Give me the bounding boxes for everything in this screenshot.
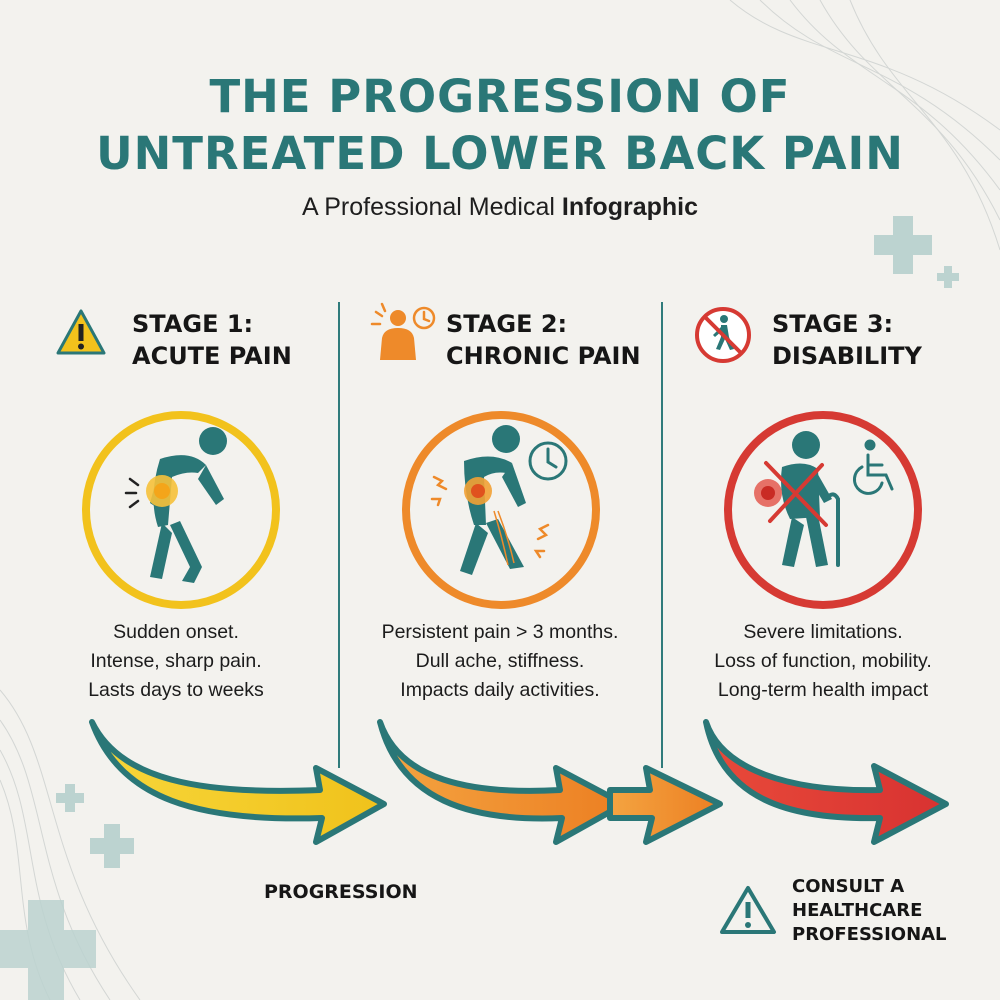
stage-3-heading-line-1: STAGE 3: xyxy=(772,310,894,338)
stage-2-chronic-pain-illustration xyxy=(402,411,600,609)
stage-3-desc-line: Long-term health impact xyxy=(717,679,929,701)
consult-line: CONSULT A xyxy=(792,876,905,897)
subtitle-regular: A Professional Medical xyxy=(302,193,562,221)
stage-2-heading: STAGE 2: CHRONIC PAIN xyxy=(446,308,641,372)
warning-triangle-icon xyxy=(720,886,776,934)
stage-2-desc-line: Persistent pain > 3 months. xyxy=(381,621,619,643)
medical-cross-icon xyxy=(0,900,96,1000)
progression-arrow-2 xyxy=(377,719,627,845)
column-divider xyxy=(661,302,663,768)
medical-cross-icon xyxy=(90,824,134,868)
stage-1-acute-pain-illustration xyxy=(82,411,280,609)
consult-line: HEALTHCARE xyxy=(792,900,923,921)
page-title-line-2: UNTREATED LOWER BACK PAIN xyxy=(96,127,904,180)
medical-cross-icon xyxy=(56,784,84,812)
stage-3-heading-line-2: DISABILITY xyxy=(772,342,922,370)
progression-label: PROGRESSION xyxy=(264,881,418,903)
stage-3-description: Severe limitations. Loss of function, mo… xyxy=(663,618,983,705)
stage-3-desc-line: Severe limitations. xyxy=(743,621,903,643)
medical-cross-icon xyxy=(874,216,932,274)
stage-3-desc-line: Loss of function, mobility. xyxy=(714,650,932,672)
person-pain-clock-icon xyxy=(370,302,436,360)
consult-line: PROFESSIONAL xyxy=(792,924,947,945)
subtitle-bold: Infographic xyxy=(561,193,698,221)
stage-1-description: Sudden onset. Intense, sharp pain. Lasts… xyxy=(16,618,336,705)
warning-triangle-icon xyxy=(56,309,106,355)
no-walking-icon xyxy=(695,307,751,363)
stage-1-desc-line: Intense, sharp pain. xyxy=(90,650,262,672)
stage-2-desc-line: Dull ache, stiffness. xyxy=(415,650,585,672)
stage-1-desc-line: Lasts days to weeks xyxy=(88,679,264,701)
stage-3-heading: STAGE 3: DISABILITY xyxy=(772,308,922,372)
wheelchair-icon xyxy=(852,439,894,495)
column-divider xyxy=(338,302,340,768)
page-subtitle: A Professional Medical Infographic xyxy=(0,193,1000,222)
stage-1-heading-line-2: ACUTE PAIN xyxy=(132,342,292,370)
progression-arrows xyxy=(89,719,949,845)
page-title-line-1: THE PROGRESSION OF xyxy=(209,70,791,123)
stage-1-desc-line: Sudden onset. xyxy=(113,621,239,643)
medical-cross-icon xyxy=(937,266,959,288)
stage-2-desc-line: Impacts daily activities. xyxy=(400,679,600,701)
stage-2-heading-line-2: CHRONIC PAIN xyxy=(446,342,641,370)
progression-arrow-1 xyxy=(89,719,387,845)
stage-2-description: Persistent pain > 3 months. Dull ache, s… xyxy=(340,618,660,705)
stage-1-heading: STAGE 1: ACUTE PAIN xyxy=(132,308,292,372)
stage-1-heading-line-1: STAGE 1: xyxy=(132,310,254,338)
progression-arrow-3 xyxy=(607,765,723,845)
stage-3-disability-illustration xyxy=(724,411,922,609)
consult-notice: CONSULT A HEALTHCARE PROFESSIONAL xyxy=(792,875,947,947)
progression-arrow-4 xyxy=(703,719,949,845)
stage-2-heading-line-1: STAGE 2: xyxy=(446,310,568,338)
